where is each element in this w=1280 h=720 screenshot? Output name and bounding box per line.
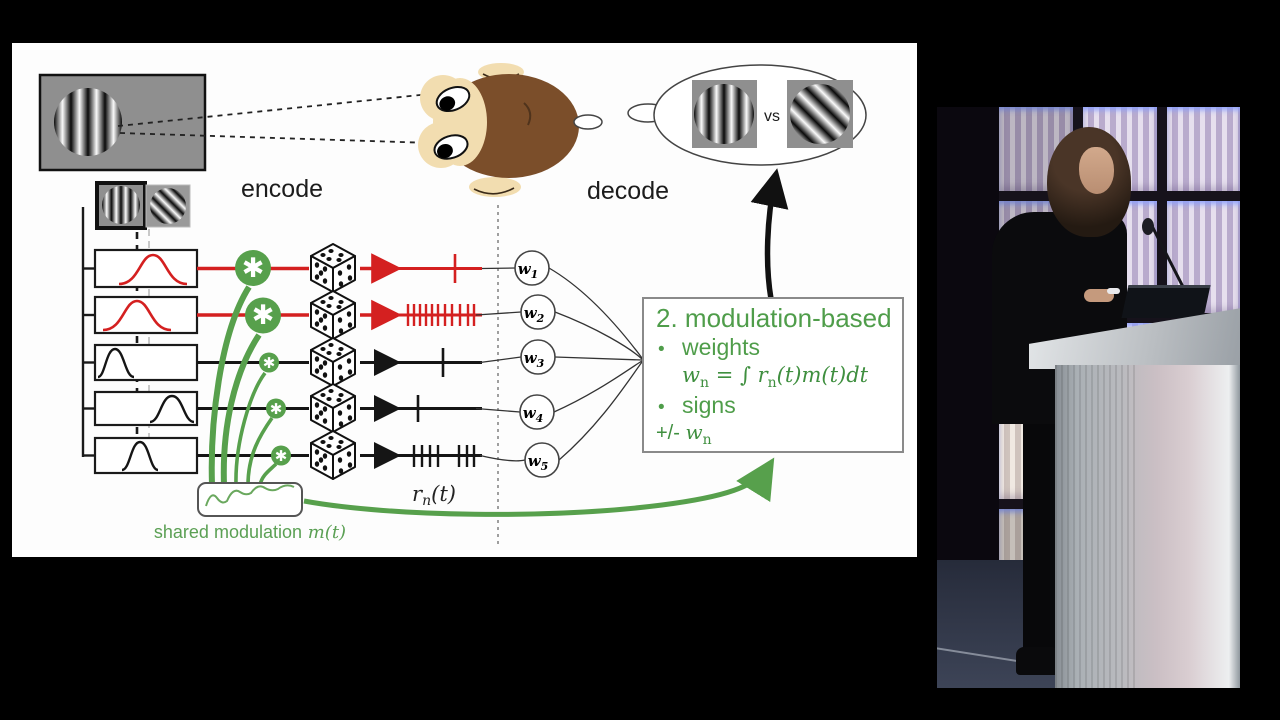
asterisk-icon: ✱: [263, 355, 276, 372]
decode-label: decode: [587, 177, 669, 205]
dice-icon: [310, 337, 356, 387]
presentation-slide: encode decode vs: [12, 43, 917, 557]
weight-connectors: [475, 267, 643, 462]
spike-train: [398, 395, 482, 422]
dice-icon: [310, 430, 356, 480]
bullet: •: [658, 396, 665, 418]
green-box-item-signs: • signs: [658, 391, 736, 418]
shared-modulation-label: shared modulation m(t): [154, 522, 346, 543]
vertical-grating-patch: [54, 88, 122, 156]
dice-icon: [310, 290, 356, 340]
encode-label: encode: [241, 175, 323, 203]
weight-nodes: w1 w2 w3 w4 w5: [514, 250, 560, 478]
dice-icon: [310, 383, 356, 433]
sign-range: +/- wn: [656, 420, 712, 449]
rate-label: rn(t): [412, 482, 456, 509]
decode-arrow: [750, 168, 789, 300]
monkey-head-icon: [418, 63, 579, 197]
preferred-orientation-gratings: [95, 181, 191, 230]
weight-formula: wn = ∫ rn(t)m(t)dt: [682, 362, 869, 391]
green-box-title: 2. modulation-based: [656, 303, 892, 333]
diagonal-grating-option: [790, 84, 850, 144]
modulation-waveform: [205, 484, 295, 507]
asterisk-icon: ✱: [252, 300, 275, 330]
spike-train: [398, 348, 482, 377]
green-box-item-weights: • weights: [658, 334, 760, 361]
modulation-output-arrow: [303, 457, 775, 517]
shared-modulation-box: [197, 482, 303, 517]
weight-node-label: w3: [524, 349, 545, 370]
modulation-based-decoder-box: 2. modulation-based • weights wn = ∫ rn(…: [642, 297, 904, 453]
asterisk-icon: ✱: [270, 401, 283, 418]
weight-node-label: w2: [524, 304, 545, 325]
population-bracket: [81, 207, 95, 457]
modulation-input-curves: [208, 285, 278, 486]
speaker-hand: [1084, 289, 1114, 302]
gain-nodes: ✱ ✱ ✱ ✱ ✱: [235, 250, 291, 466]
speaker-legs: [1023, 417, 1059, 657]
microphone-icon: [1142, 218, 1154, 235]
window-pane: [1167, 107, 1240, 191]
spike-train: [398, 445, 482, 467]
bullet: •: [658, 339, 665, 361]
spike-train: [398, 304, 482, 326]
asterisk-icon: ✱: [275, 448, 288, 465]
weight-node-label: w4: [523, 404, 544, 425]
sight-lines: [117, 93, 433, 144]
asterisk-icon: ✱: [242, 253, 265, 283]
tuning-curve-boxes: [93, 248, 199, 475]
monkey-eye: [435, 85, 471, 113]
spike-train: [398, 254, 482, 283]
presenter-clicker: [1107, 288, 1120, 294]
tuning-curves: [97, 253, 195, 472]
speaker-face: [1079, 147, 1114, 194]
podium-column: [1055, 365, 1240, 688]
laptop: [1121, 285, 1211, 318]
weight-node-label: w5: [528, 452, 549, 473]
vertical-grating-option: [694, 84, 754, 144]
dice-icon: [310, 243, 356, 293]
weight-node-label: w1: [518, 260, 539, 281]
slide-diagram: encode decode vs: [38, 63, 867, 548]
stimulus-screen: [38, 73, 207, 172]
monkey-eye: [433, 134, 469, 160]
thought-bubble: vs: [573, 64, 867, 166]
speaker-photo: [937, 107, 1240, 688]
vs-label: vs: [764, 108, 780, 125]
